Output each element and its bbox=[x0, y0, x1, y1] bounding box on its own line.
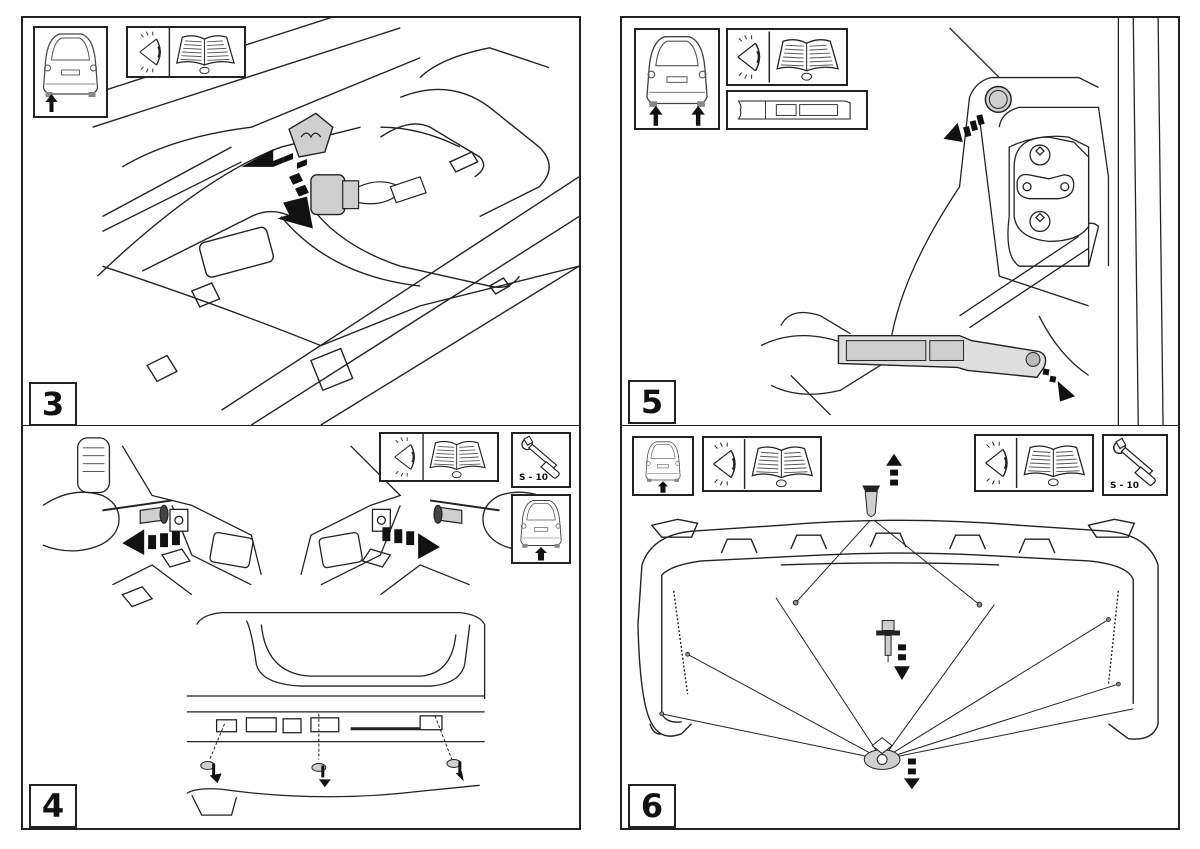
connector-socket bbox=[288, 112, 334, 158]
step-number: 3 bbox=[29, 382, 77, 425]
tool-size-label: S - 10 bbox=[1110, 481, 1140, 491]
bumper-detach-illustration bbox=[637, 453, 1159, 790]
remove-arrow-fastener-down bbox=[903, 758, 920, 790]
inspect-manual-icon bbox=[379, 432, 499, 482]
remove-arrow-clip-up bbox=[886, 453, 902, 486]
step-number: 4 bbox=[29, 784, 77, 828]
release-arrow-tool bbox=[1042, 368, 1076, 402]
fastener-leader-lines bbox=[661, 519, 1134, 760]
remove-arrow-bolt-down bbox=[894, 644, 910, 681]
screw-right bbox=[433, 504, 463, 524]
vehicle-rear-position-icon bbox=[511, 494, 571, 564]
inspect-manual-icon bbox=[702, 436, 822, 492]
step-6-panel: S - 10 6 bbox=[620, 425, 1180, 830]
inspect-manual-icon bbox=[726, 28, 848, 86]
connector-plug bbox=[310, 174, 427, 216]
step-number: 5 bbox=[628, 380, 676, 424]
lower-fasteners bbox=[200, 713, 464, 788]
push-clip-top bbox=[862, 485, 881, 517]
inspect-manual-icon bbox=[126, 26, 246, 78]
step-3-panel: 3 bbox=[21, 16, 581, 426]
latch-plate bbox=[1013, 136, 1090, 242]
vehicle-rear-position-icon bbox=[33, 26, 108, 118]
connector-disconnect-illustration bbox=[82, 18, 579, 425]
release-arrow-clip bbox=[943, 114, 985, 142]
removal-arrow-left bbox=[122, 529, 180, 556]
trim-removal-tool bbox=[837, 334, 1047, 379]
bolt-center bbox=[876, 620, 900, 656]
socket-wrench-icon: S - 10 bbox=[1102, 434, 1168, 496]
step-number: 6 bbox=[628, 784, 676, 828]
bumper-screw-removal-illustration bbox=[42, 437, 560, 816]
push-fastener-bottom bbox=[863, 737, 901, 770]
screw-left bbox=[139, 504, 169, 524]
step-4-panel: S - 10 4 bbox=[21, 425, 581, 830]
clip-release-illustration bbox=[760, 18, 1164, 425]
pull-direction-double-arrow bbox=[241, 149, 313, 229]
tool-size-label: S - 10 bbox=[519, 473, 549, 483]
socket-wrench-icon: S - 10 bbox=[511, 432, 571, 488]
vehicle-rear-position-icon bbox=[632, 436, 694, 496]
vehicle-rear-position-icon bbox=[634, 28, 720, 130]
removal-arrow-right bbox=[382, 527, 440, 560]
inspect-manual-icon bbox=[974, 434, 1094, 492]
push-clip bbox=[984, 85, 1012, 114]
trim-removal-tool-icon bbox=[726, 90, 868, 130]
step-5-panel: 5 bbox=[620, 16, 1180, 426]
